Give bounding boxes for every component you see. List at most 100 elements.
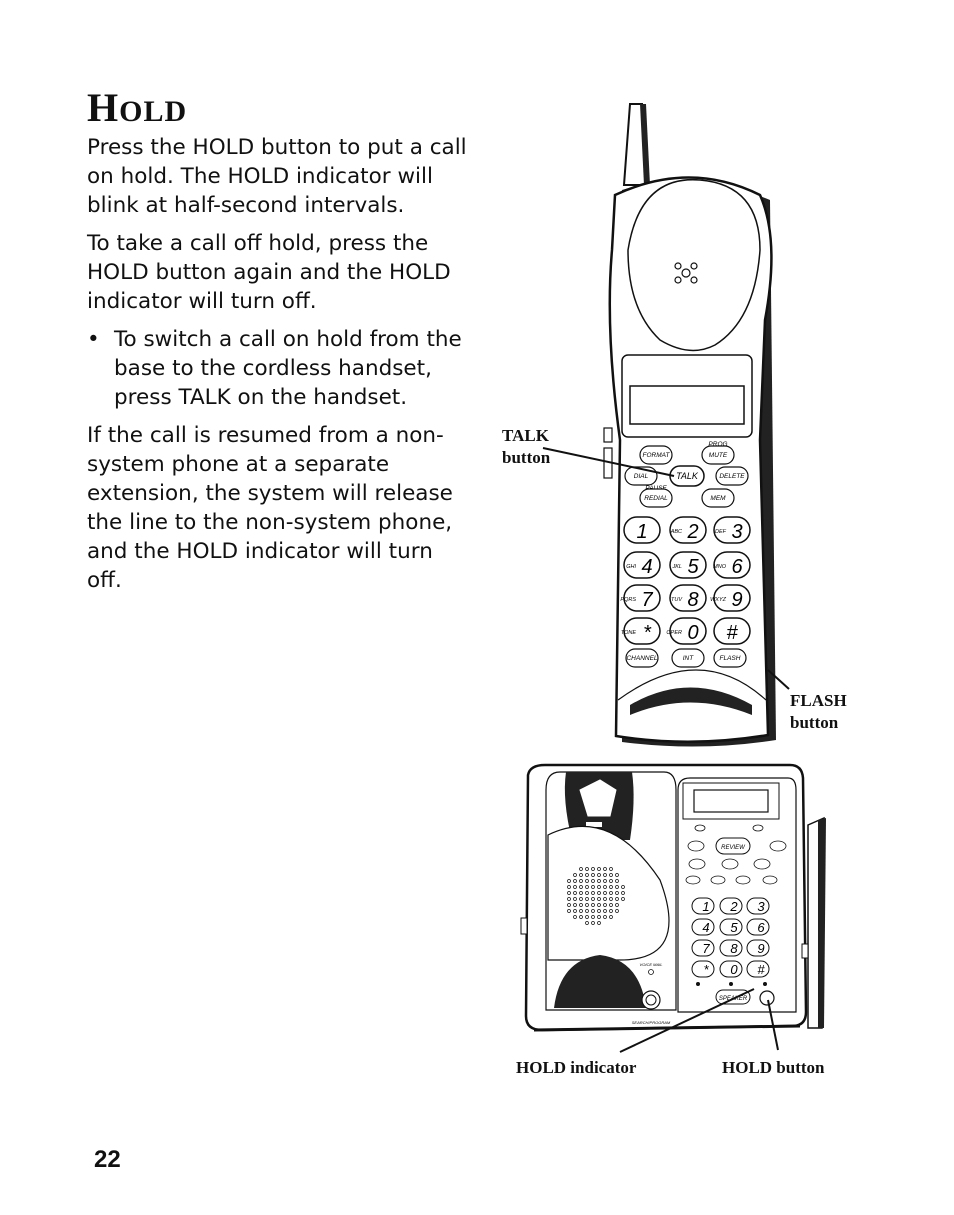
- svg-text:DEF: DEF: [715, 529, 727, 535]
- speaker-hole: [615, 897, 619, 901]
- speaker-hole: [597, 891, 601, 895]
- svg-text:WXYZ: WXYZ: [710, 597, 727, 603]
- speaker-hole: [609, 915, 613, 919]
- mem-key[interactable]: MEM: [701, 488, 735, 508]
- svg-text:#: #: [757, 962, 765, 977]
- speaker-hole: [615, 891, 619, 895]
- svg-text:DELETE: DELETE: [719, 473, 745, 480]
- speaker-hole: [585, 897, 589, 901]
- speaker-hole: [579, 879, 583, 883]
- delete-key[interactable]: DELETE: [715, 466, 749, 486]
- speaker-hole: [591, 873, 595, 877]
- speaker-hole: [603, 867, 607, 871]
- speaker-hole: [609, 909, 613, 913]
- speaker-hole: [603, 885, 607, 889]
- svg-text:0: 0: [687, 622, 698, 644]
- base-key-1[interactable]: 1: [691, 897, 715, 915]
- prog-label: PROG: [708, 441, 727, 448]
- svg-text:6: 6: [731, 556, 743, 578]
- speaker-hole: [573, 915, 577, 919]
- speaker-hole: [609, 903, 613, 907]
- redial-key[interactable]: REDIAL: [639, 488, 673, 508]
- hold-button[interactable]: [759, 990, 775, 1006]
- heading-initial: H: [87, 85, 120, 130]
- format-key[interactable]: FORMAT: [639, 445, 673, 465]
- base-key-star[interactable]: *: [691, 960, 715, 978]
- speaker-hole: [597, 915, 601, 919]
- speaker-hole: [597, 903, 601, 907]
- svg-text:4: 4: [641, 556, 652, 578]
- dial-key[interactable]: DIAL: [624, 466, 658, 486]
- speaker-grille: [567, 867, 625, 925]
- svg-text:MEM: MEM: [710, 495, 726, 502]
- base-key-3[interactable]: 3: [746, 897, 770, 915]
- mute-key[interactable]: MUTE: [701, 445, 735, 465]
- paragraph-3: If the call is resumed from a non-system…: [87, 423, 453, 593]
- svg-text:2: 2: [686, 521, 698, 543]
- svg-text:*: *: [703, 962, 709, 977]
- svg-text:5: 5: [730, 920, 738, 935]
- speaker-hole: [615, 885, 619, 889]
- int-key[interactable]: INT: [671, 648, 705, 668]
- base-key-pound[interactable]: #: [746, 960, 770, 978]
- svg-text:TUV: TUV: [671, 597, 683, 603]
- handset-key-1[interactable]: 1: [623, 516, 661, 544]
- speaker-hole: [609, 867, 613, 871]
- speaker-hole: [597, 921, 601, 925]
- speaker-hole: [567, 891, 571, 895]
- svg-text:8: 8: [687, 589, 698, 611]
- speaker-hole: [591, 879, 595, 883]
- handset-key-6[interactable]: MNO 6: [713, 551, 751, 579]
- bullet-text: To switch a call on hold from the base t…: [114, 327, 462, 410]
- talk-callout-sub: button: [502, 448, 551, 467]
- mouthpiece: [630, 687, 752, 715]
- svg-text:6: 6: [757, 920, 765, 935]
- base-key-8[interactable]: 8: [719, 939, 743, 957]
- channel-key[interactable]: CHANNEL: [625, 648, 659, 668]
- base-key-4[interactable]: 4: [691, 918, 715, 936]
- earpiece-holes: [674, 262, 698, 284]
- handset-key-pound[interactable]: #: [713, 617, 751, 645]
- speaker-hole: [597, 885, 601, 889]
- flash-callout: FLASH button: [790, 690, 847, 734]
- svg-text:MUTE: MUTE: [709, 452, 728, 459]
- base-key-5[interactable]: 5: [719, 918, 743, 936]
- speaker-hole: [591, 921, 595, 925]
- paragraph-2: To take a call off hold, press the HOLD …: [87, 231, 451, 314]
- speaker-hole: [585, 891, 589, 895]
- speaker-hole: [609, 897, 613, 901]
- base-key-9[interactable]: 9: [746, 939, 770, 957]
- speaker-hole: [609, 885, 613, 889]
- paragraph-1: Press the HOLD button to put a call on h…: [87, 135, 467, 218]
- base-display-screen: [693, 789, 769, 813]
- speaker-hole: [603, 873, 607, 877]
- speaker-hole: [585, 885, 589, 889]
- svg-text:MNO: MNO: [713, 564, 727, 570]
- speaker-hole: [573, 909, 577, 913]
- talk-key[interactable]: TALK: [669, 465, 705, 487]
- svg-text:TALK: TALK: [676, 471, 699, 481]
- handset-key-star[interactable]: TONE*: [621, 617, 661, 645]
- base-key-2[interactable]: 2: [719, 897, 743, 915]
- base-key-6[interactable]: 6: [746, 918, 770, 936]
- review-button[interactable]: REVIEW: [715, 837, 751, 855]
- flash-key[interactable]: FLASH: [713, 648, 747, 668]
- speaker-hole: [609, 873, 613, 877]
- base-key-0[interactable]: 0: [719, 960, 743, 978]
- svg-text:4: 4: [702, 920, 709, 935]
- bullet-item: • To switch a call on hold from the base…: [87, 325, 472, 412]
- speaker-hole: [573, 897, 577, 901]
- speaker-button[interactable]: SPEAKER: [715, 989, 751, 1005]
- speaker-hole: [579, 867, 583, 871]
- base-key-7[interactable]: 7: [691, 939, 715, 957]
- speaker-hole: [567, 903, 571, 907]
- handset-key-8[interactable]: TUV 8: [669, 584, 707, 612]
